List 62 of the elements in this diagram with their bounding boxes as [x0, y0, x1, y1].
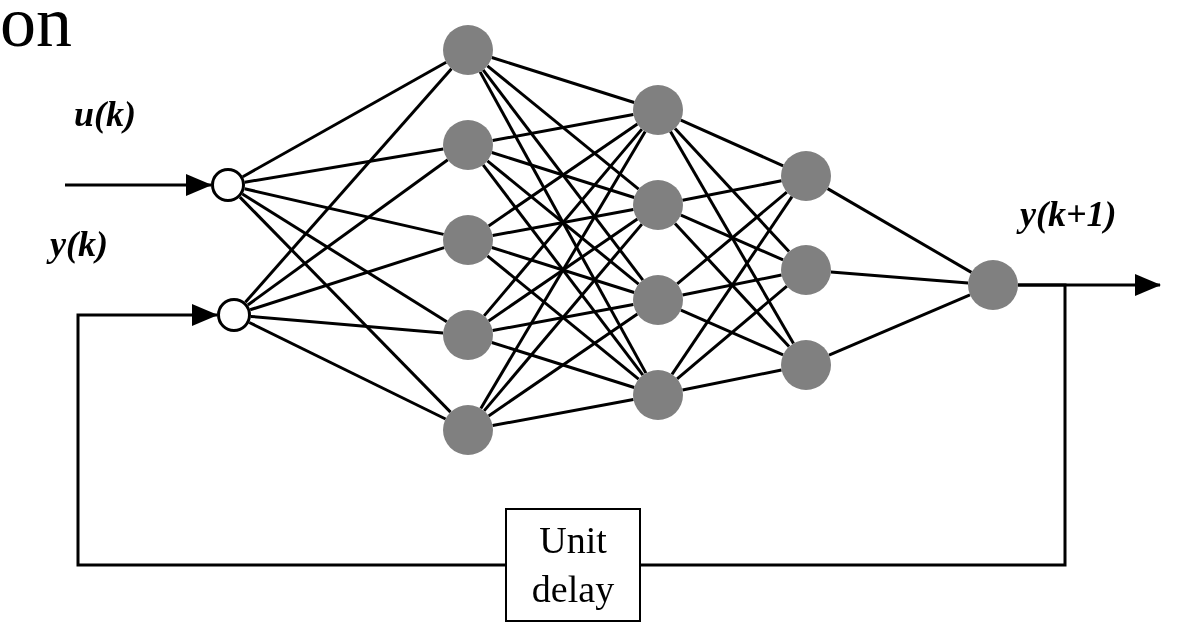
connection-line — [491, 56, 635, 104]
connection-line — [492, 113, 634, 142]
connection-line — [482, 128, 644, 317]
connection-line — [479, 130, 647, 410]
arrow — [76, 304, 505, 567]
neuron — [781, 151, 831, 201]
neuron — [781, 340, 831, 390]
connection-line — [680, 308, 784, 357]
connection-line — [481, 164, 645, 376]
connection-line — [492, 398, 634, 427]
connection-line — [491, 151, 635, 199]
connection-line — [670, 195, 794, 376]
neuron — [443, 215, 493, 265]
connection-line — [249, 246, 445, 312]
connection-line — [830, 270, 969, 285]
connection-line — [487, 217, 639, 323]
neuron — [968, 260, 1018, 310]
heading-fragment: on — [0, 0, 72, 58]
neuron — [443, 405, 493, 455]
connection-line — [486, 159, 640, 286]
connection-line — [491, 246, 635, 294]
connection-line — [487, 312, 639, 418]
connection-line — [676, 284, 788, 381]
connection-line — [682, 273, 782, 297]
connection-line — [478, 71, 648, 374]
neuron — [443, 310, 493, 360]
connection-line — [482, 223, 644, 412]
input-neuron — [217, 298, 251, 332]
connection-line — [673, 222, 791, 348]
connection-line — [676, 190, 788, 286]
connection-line — [682, 179, 782, 202]
input-neuron — [211, 168, 245, 202]
connection-line — [492, 303, 634, 332]
neuron — [443, 120, 493, 170]
neuron — [633, 180, 683, 230]
neuron — [633, 275, 683, 325]
arrow — [65, 174, 212, 196]
neuron — [633, 370, 683, 420]
connection-line — [244, 187, 444, 236]
connection-line — [486, 64, 640, 191]
connection-line — [673, 127, 791, 253]
connection-line — [491, 341, 635, 389]
connection-line — [486, 254, 640, 381]
box-label: Unit delay — [530, 517, 616, 612]
connection-line — [669, 130, 795, 345]
neuron — [781, 245, 831, 295]
connection-line — [244, 147, 444, 184]
connection-line — [828, 293, 971, 357]
connection-line — [250, 314, 444, 335]
connection-line — [481, 69, 645, 281]
connection-line — [680, 213, 784, 262]
neuron — [443, 25, 493, 75]
connection-line — [641, 283, 1067, 567]
connection-line — [492, 208, 634, 237]
delay-box — [505, 508, 641, 622]
connection-line — [244, 67, 453, 304]
connection-line — [487, 122, 639, 228]
neuron — [633, 85, 683, 135]
connection-line — [238, 196, 452, 414]
connection-line — [682, 368, 782, 392]
connection-line — [826, 187, 973, 274]
connection-line — [680, 118, 784, 168]
